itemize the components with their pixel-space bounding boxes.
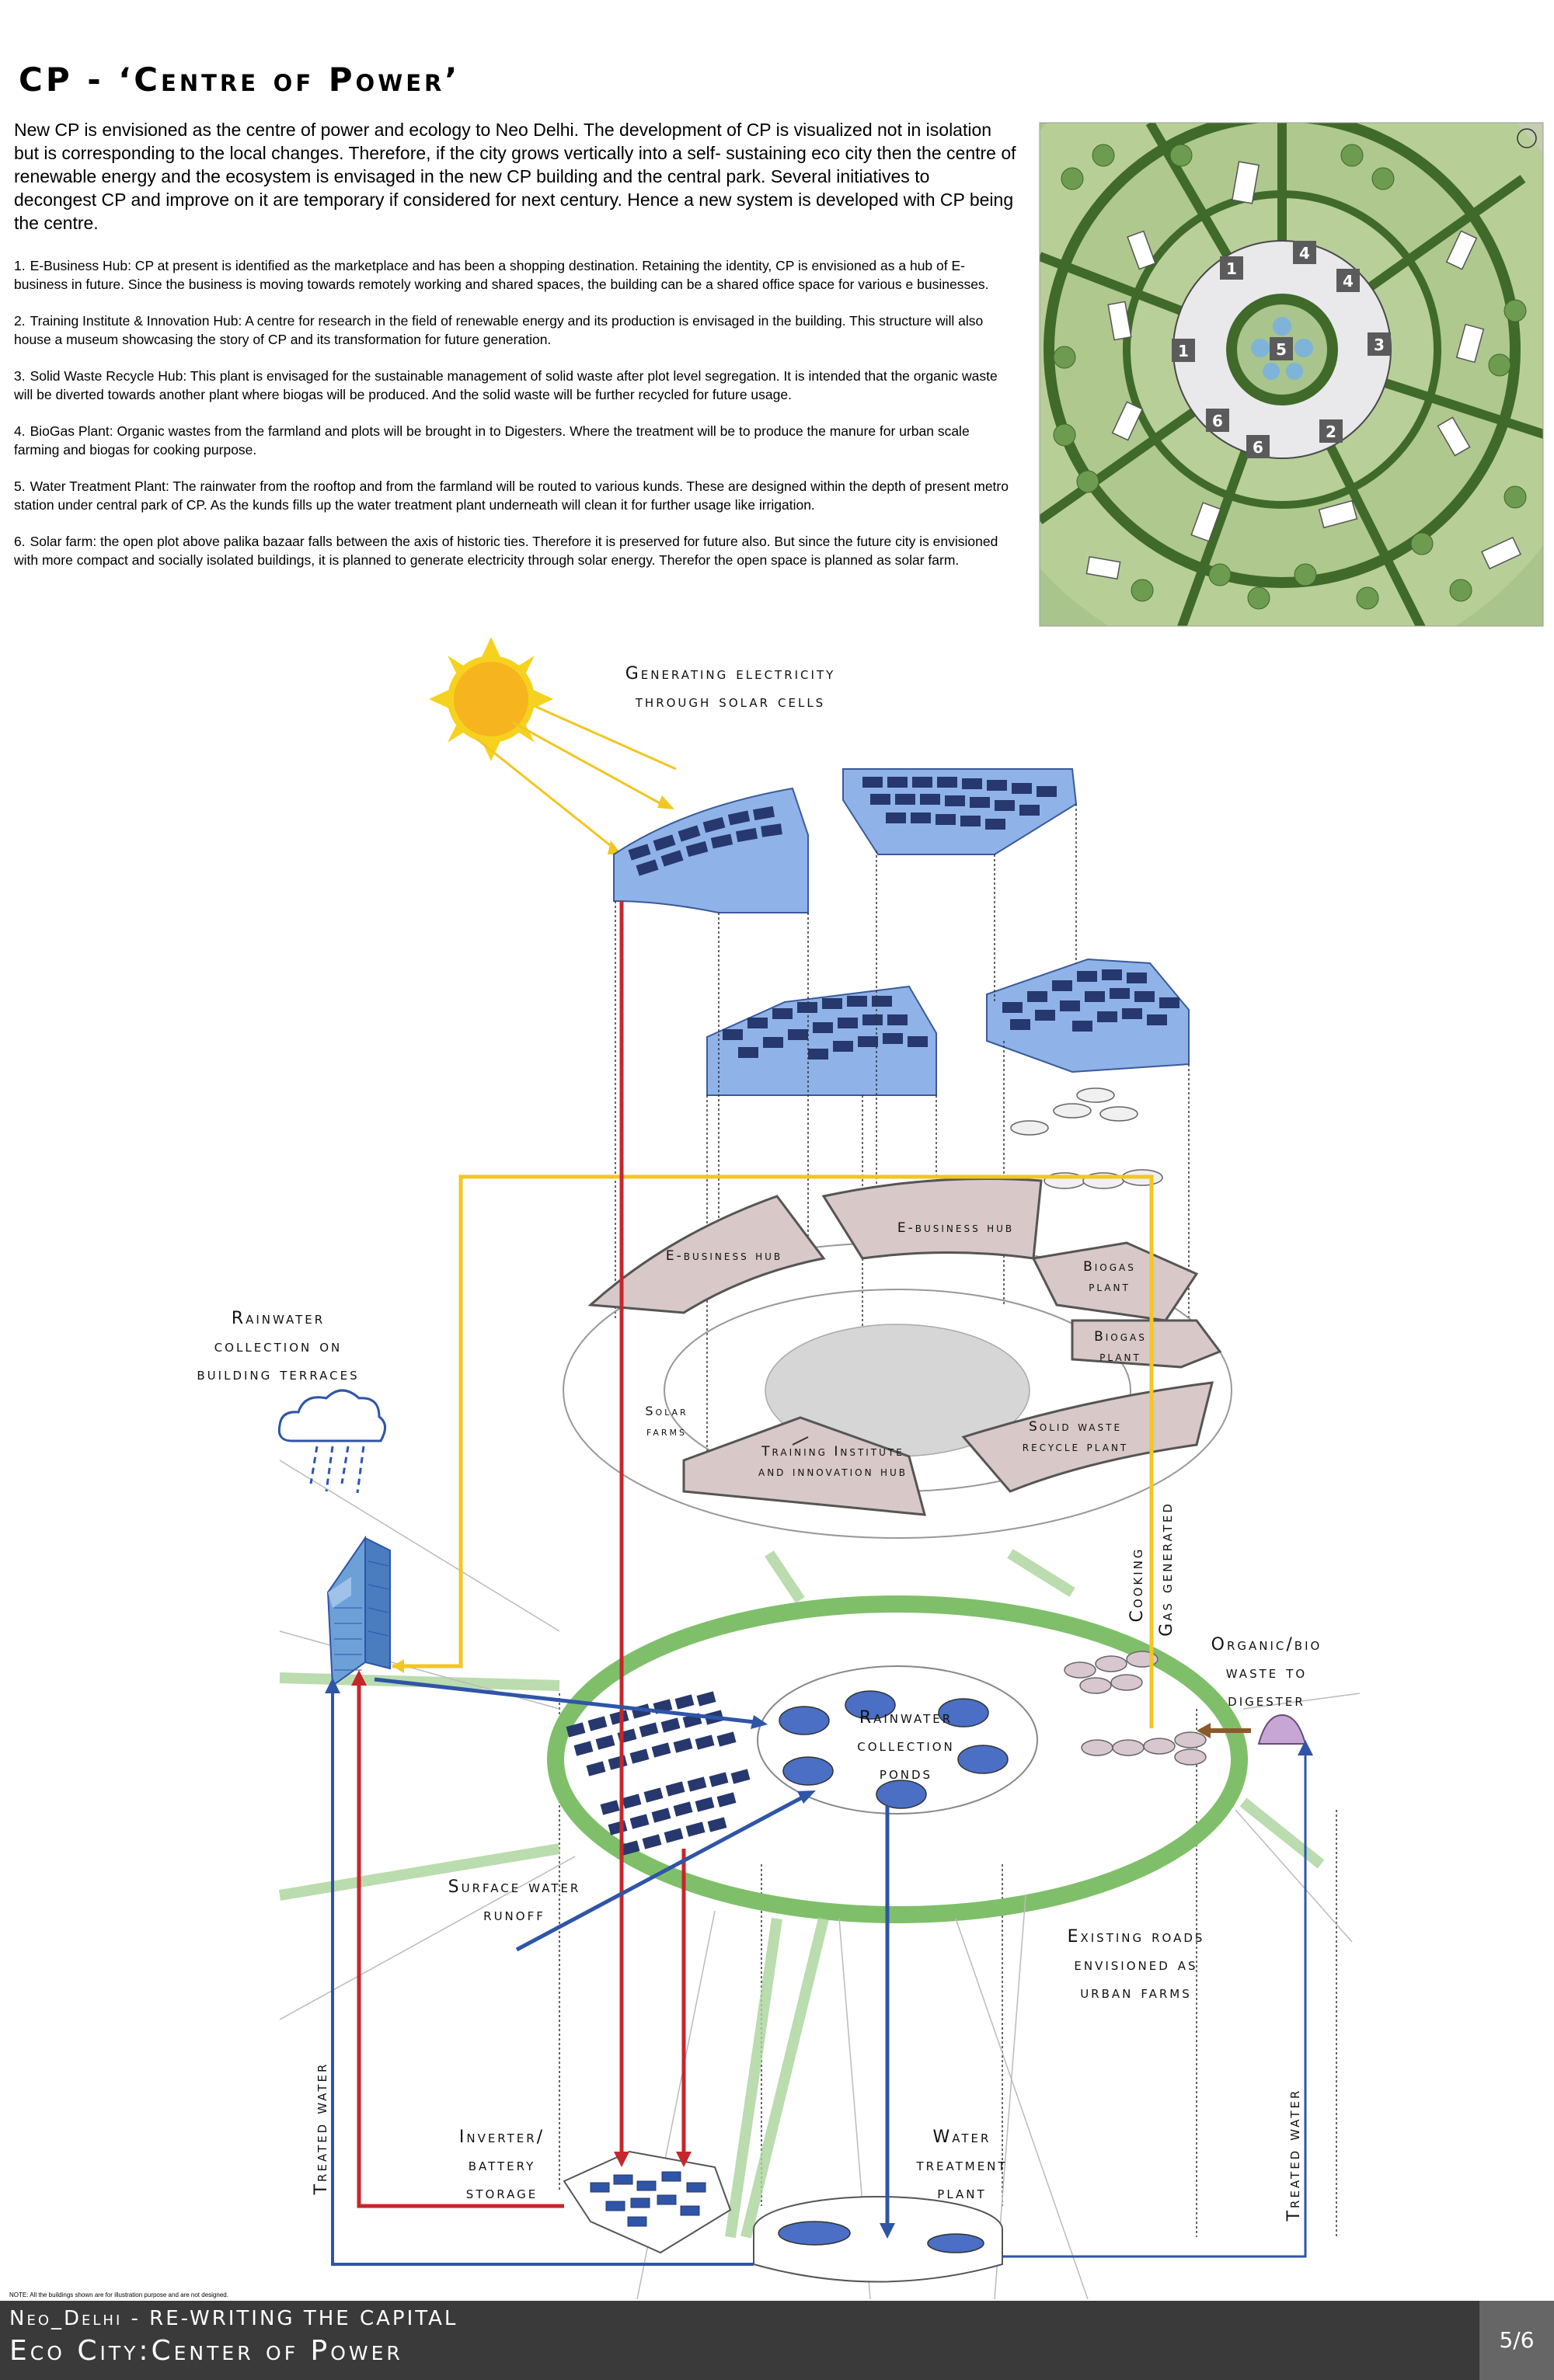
label-treated-water-right: Treated water: [1284, 2089, 1304, 2222]
label-ponds: Rainwater: [859, 1708, 953, 1728]
svg-text:urban farms: urban farms: [1080, 1983, 1192, 2002]
label-gas-generated: Gas generated: [1157, 1501, 1176, 1637]
label-organic: Organic/bio: [1211, 1635, 1322, 1655]
label-treated-water-left: Treated water: [312, 2062, 331, 2196]
svg-text:treatment: treatment: [915, 2156, 1007, 2175]
svg-text:envisioned as: envisioned as: [1074, 1955, 1197, 1975]
building-ring: [563, 1178, 1232, 1539]
svg-text:storage: storage: [466, 2183, 538, 2203]
svg-text:building terraces: building terraces: [197, 1365, 359, 1384]
page-title: CP - ‘Centre of Power’: [19, 61, 461, 99]
footer-title: Eco City:Center of Power: [9, 2335, 403, 2367]
water-treatment-plant: [753, 2196, 1003, 2283]
svg-text:through solar cells: through solar cells: [635, 692, 825, 712]
svg-text:battery: battery: [469, 2156, 536, 2175]
label-water-treatment: Water: [933, 2128, 991, 2147]
list-item: 6.Solar farm: the open plot above palika…: [14, 534, 998, 568]
initiatives-list: 1.E-Business Hub: CP at present is ident…: [14, 256, 1016, 587]
label-ebusiness-right: E-business hub: [897, 1220, 1014, 1236]
footer-bar: Neo_Delhi - RE-WRITING THE CAPITAL Eco C…: [0, 2301, 1554, 2380]
svg-text:2: 2: [1326, 423, 1336, 441]
note-text: NOTE: All the buildings shown are for il…: [9, 2291, 228, 2298]
svg-text:1: 1: [1178, 342, 1189, 360]
label-solar: Generating electricity: [625, 664, 836, 684]
label-biogas-a: Biogas: [1083, 1259, 1136, 1275]
label-existing-roads: Existing roads: [1068, 1927, 1205, 1947]
svg-text:1: 1: [1226, 259, 1237, 278]
label-training: Training Institute: [761, 1444, 904, 1460]
list-item: 2.Training Institute & Innovation Hub: A…: [14, 313, 984, 347]
page-number: 5/6: [1479, 2301, 1554, 2380]
svg-text:4: 4: [1343, 272, 1354, 291]
svg-text:digester: digester: [1228, 1691, 1305, 1710]
svg-text:4: 4: [1299, 244, 1310, 263]
list-item: 1.E-Business Hub: CP at present is ident…: [14, 258, 989, 292]
list-item: 5.Water Treatment Plant: The rainwater f…: [14, 478, 1009, 513]
solar-roof-segments: [613, 768, 1190, 1096]
label-biogas-b: Biogas: [1094, 1329, 1147, 1345]
svg-text:ponds: ponds: [880, 1764, 932, 1783]
label-cooking: Cooking: [1127, 1547, 1147, 1622]
label-ebusiness-left: E-business hub: [666, 1248, 782, 1264]
intro-paragraph: New CP is envisioned as the centre of po…: [14, 120, 1016, 233]
list-item: 4.BioGas Plant: Organic wastes from the …: [14, 423, 970, 458]
svg-text:6: 6: [1212, 412, 1223, 430]
list-item: 3.Solid Waste Recycle Hub: This plant is…: [14, 368, 998, 402]
central-park: [278, 1460, 1361, 2300]
svg-text:recycle plant: recycle plant: [1023, 1439, 1129, 1455]
inverter-battery-box: [563, 2150, 732, 2254]
label-solid-waste: Solid waste: [1029, 1419, 1122, 1435]
svg-text:plant: plant: [937, 2183, 986, 2203]
svg-text:3: 3: [1374, 336, 1385, 354]
svg-text:plant: plant: [1089, 1279, 1131, 1295]
svg-text:collection on: collection on: [214, 1337, 343, 1356]
svg-text:runoff: runoff: [483, 1905, 545, 1925]
rain-cloud-icon: [277, 1389, 386, 1494]
label-rainwater-terraces: Rainwater: [232, 1309, 325, 1328]
north-arrow-icon: [1517, 128, 1537, 148]
svg-text:plant: plant: [1099, 1349, 1141, 1365]
footer-subtitle: Neo_Delhi - RE-WRITING THE CAPITAL: [9, 2307, 458, 2330]
svg-text:6: 6: [1253, 438, 1263, 457]
svg-text:5: 5: [1276, 340, 1287, 359]
label-inverter: Inverter/: [459, 2128, 545, 2147]
tower-building-icon: [326, 1535, 391, 1687]
label-solar-farms: Solar: [645, 1404, 688, 1418]
svg-text:collection: collection: [857, 1736, 955, 1755]
svg-text:and innovation hub: and innovation hub: [758, 1464, 908, 1480]
sun-icon: [429, 637, 553, 761]
svg-text:farms: farms: [646, 1424, 687, 1439]
svg-text:waste to: waste to: [1226, 1663, 1307, 1682]
label-runoff: Surface water: [448, 1877, 581, 1897]
